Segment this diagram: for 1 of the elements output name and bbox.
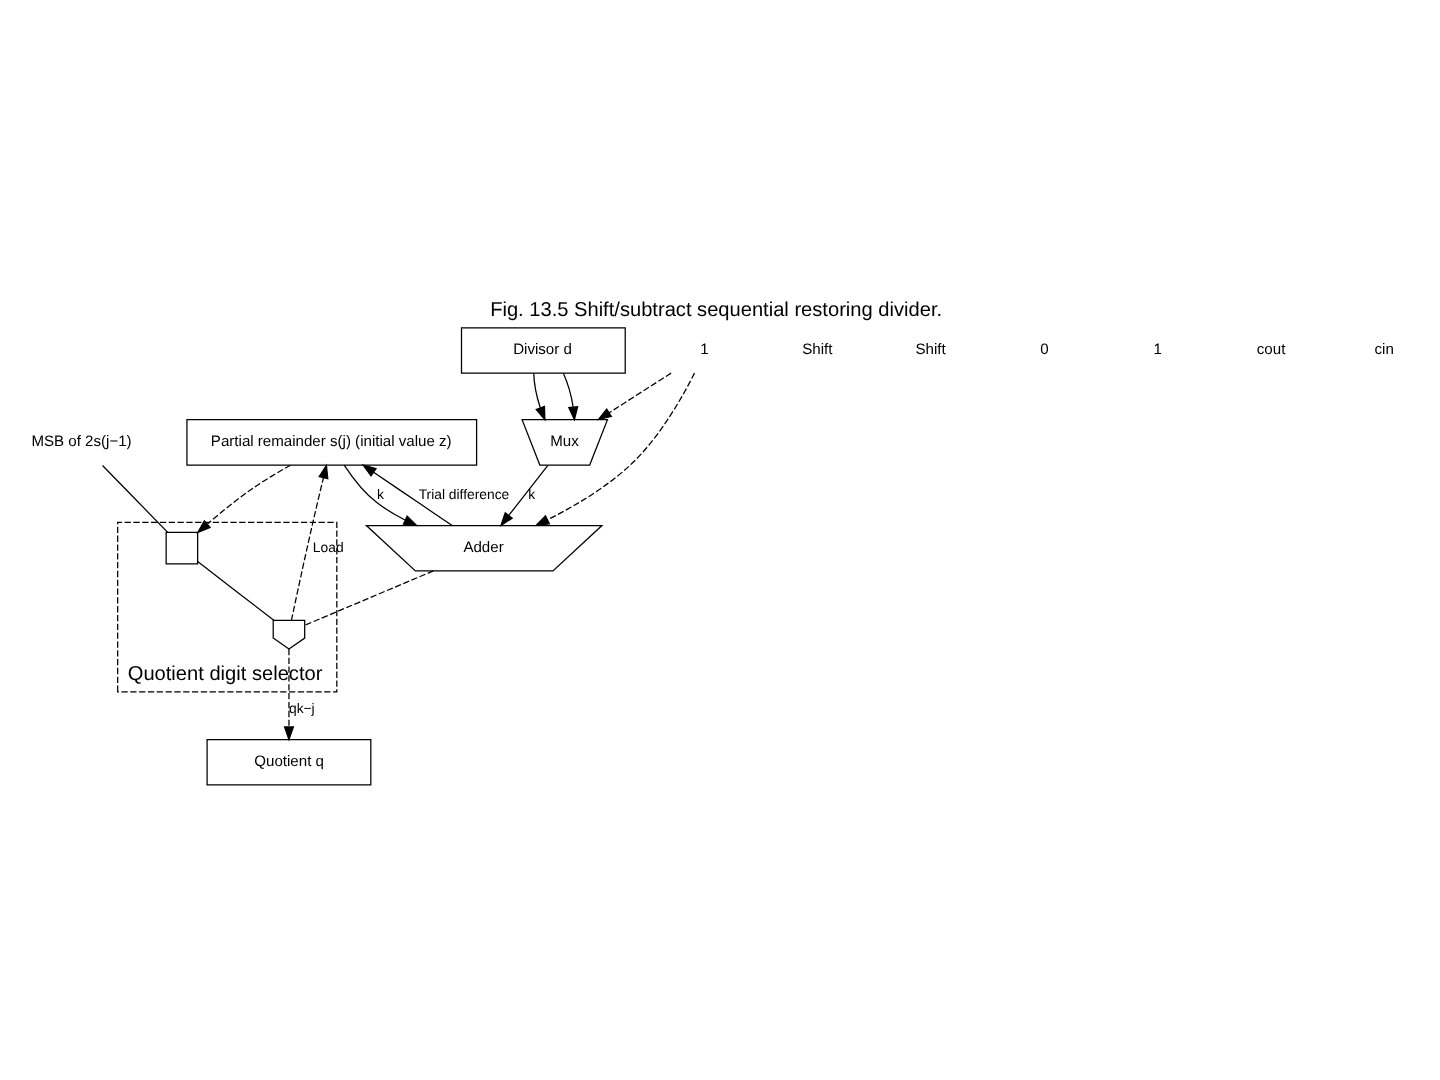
- diagram-title: Fig. 13.5 Shift/subtract sequential restoring divider.: [490, 300, 943, 323]
